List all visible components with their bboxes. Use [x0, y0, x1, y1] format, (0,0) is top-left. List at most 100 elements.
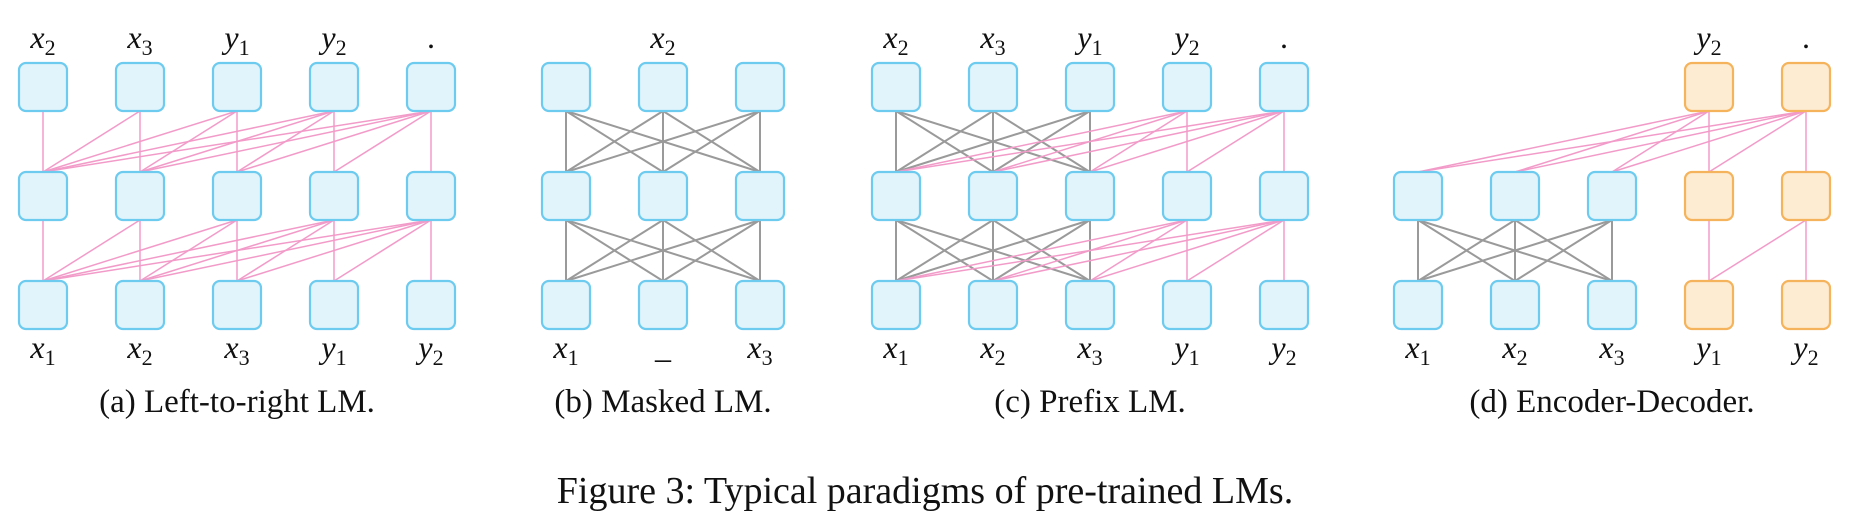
bidirectional-edge [1417, 219, 1516, 282]
input-token-label: y2 [415, 329, 443, 370]
input-token-label: x3 [1076, 329, 1102, 370]
bidirectional-edge [662, 219, 761, 282]
bidirectional-edge [895, 219, 1091, 282]
input-token-label: x2 [979, 329, 1005, 370]
causal-edge [1708, 110, 1807, 173]
input-token-label: x1 [882, 329, 908, 370]
encoder-node [1161, 170, 1213, 222]
encoder-node [734, 61, 786, 113]
causal-edge [236, 219, 432, 282]
caption-d: (d) Encoder-Decoder. [1469, 384, 1754, 420]
causal-edge [1417, 110, 1807, 173]
causal-edge [1089, 219, 1285, 282]
bidirectional-edge [1417, 219, 1613, 282]
encoder-node [17, 279, 69, 331]
causal-edge [895, 110, 1285, 173]
encoder-node [967, 279, 1019, 331]
caption-a: (a) Left-to-right LM. [99, 384, 375, 420]
encoder-node [17, 170, 69, 222]
bidirectional-edge [565, 110, 664, 173]
output-token-label: y2 [318, 19, 346, 60]
encoder-node [17, 61, 69, 113]
encoder-node [211, 170, 263, 222]
encoder-node [211, 279, 263, 331]
causal-edge [992, 219, 1285, 282]
causal-edge [236, 110, 432, 173]
encoder-node [405, 61, 457, 113]
token-nodes [17, 61, 1832, 331]
causal-edge [42, 219, 141, 282]
output-token-label: y2 [1693, 19, 1721, 60]
causal-edge [333, 219, 432, 282]
encoder-node [637, 61, 689, 113]
bidirectional-edge [662, 110, 761, 173]
encoder-node [211, 61, 263, 113]
input-token-label: x1 [29, 329, 55, 370]
causal-edge [1611, 110, 1807, 173]
input-token-label: y2 [1268, 329, 1296, 370]
decoder-node [1780, 170, 1832, 222]
encoder-node [637, 170, 689, 222]
encoder-node [870, 279, 922, 331]
causal-edge [42, 110, 432, 173]
encoder-node [967, 61, 1019, 113]
decoder-node [1683, 279, 1735, 331]
decoder-node [1683, 61, 1735, 113]
input-token-label: y1 [1693, 329, 1721, 370]
encoder-node [870, 61, 922, 113]
encoder-node [405, 170, 457, 222]
causal-edge [42, 110, 238, 173]
causal-edge [1186, 219, 1285, 282]
output-token-label: x2 [649, 19, 675, 60]
input-token-label: x3 [746, 329, 772, 370]
bidirectional-edge [565, 110, 761, 173]
causal-edge [42, 110, 141, 173]
causal-edge [1186, 110, 1285, 173]
encoder-node [1064, 279, 1116, 331]
decoder-node [1780, 61, 1832, 113]
encoder-node [1064, 61, 1116, 113]
encoder-node [1489, 170, 1541, 222]
figure-caption: Figure 3: Typical paradigms of pre-train… [557, 470, 1293, 512]
encoder-node [308, 61, 360, 113]
encoder-node [1392, 279, 1444, 331]
input-token-label: y2 [1790, 329, 1818, 370]
encoder-node [734, 279, 786, 331]
encoder-node [734, 170, 786, 222]
encoder-node [114, 61, 166, 113]
encoder-node [1489, 279, 1541, 331]
encoder-node [540, 61, 592, 113]
encoder-node [1064, 170, 1116, 222]
input-token-label: _ [654, 329, 672, 365]
output-token-label: y1 [1074, 19, 1102, 60]
output-token-label: x3 [126, 19, 152, 60]
input-token-label: y1 [1171, 329, 1199, 370]
causal-edge [895, 219, 1285, 282]
encoder-node [540, 170, 592, 222]
output-token-label: . [427, 19, 435, 55]
causal-edge [1514, 110, 1807, 173]
causal-edge [895, 219, 1188, 282]
causal-edge [895, 110, 1188, 173]
encoder-node [308, 170, 360, 222]
causal-edge [42, 110, 335, 173]
input-token-label: x3 [1598, 329, 1624, 370]
encoder-node [1258, 170, 1310, 222]
encoder-node [1586, 279, 1638, 331]
encoder-node [1586, 170, 1638, 222]
encoder-node [1161, 279, 1213, 331]
encoder-node [870, 170, 922, 222]
input-token-label: y1 [318, 329, 346, 370]
input-token-label: x1 [552, 329, 578, 370]
encoder-node [114, 279, 166, 331]
encoder-node [308, 279, 360, 331]
encoder-node [967, 170, 1019, 222]
encoder-node [637, 279, 689, 331]
causal-edge [139, 219, 432, 282]
encoder-node [1392, 170, 1444, 222]
causal-edge [42, 219, 432, 282]
causal-edge [1417, 110, 1710, 173]
decoder-node [1780, 279, 1832, 331]
